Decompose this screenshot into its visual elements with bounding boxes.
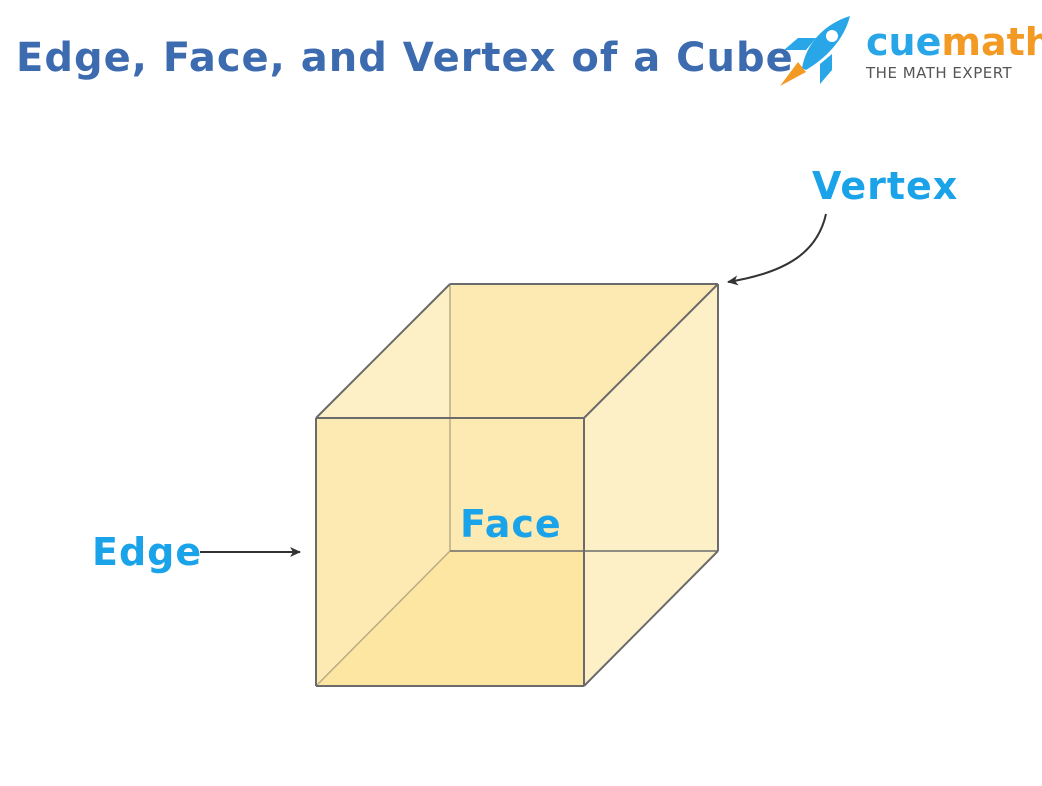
face-label: Face [460,502,562,546]
vertex-arrow [727,213,827,286]
edge-label: Edge [92,530,203,574]
brand-tagline: THE MATH EXPERT [866,64,1013,82]
vertex-label: Vertex [812,164,959,208]
rocket-window [826,30,838,42]
cube-edge [315,283,451,419]
cube-edge [583,283,719,419]
brand-name-math: math [941,20,1042,64]
rocket-fin-right [820,54,832,84]
rocket-icon [780,16,850,86]
cube-edge [583,550,719,687]
brand-name-cue: cue [866,20,942,64]
brand-name: cuemath [866,20,1042,64]
cube-hidden-edge [315,550,451,687]
rocket-flame [780,62,806,86]
page-title: Edge, Face, and Vertex of a Cube [16,35,794,81]
rocket-body [802,16,850,70]
rocket-fin-left [784,38,816,50]
cuemath-logo: cuemath THE MATH EXPERT [776,10,1042,90]
